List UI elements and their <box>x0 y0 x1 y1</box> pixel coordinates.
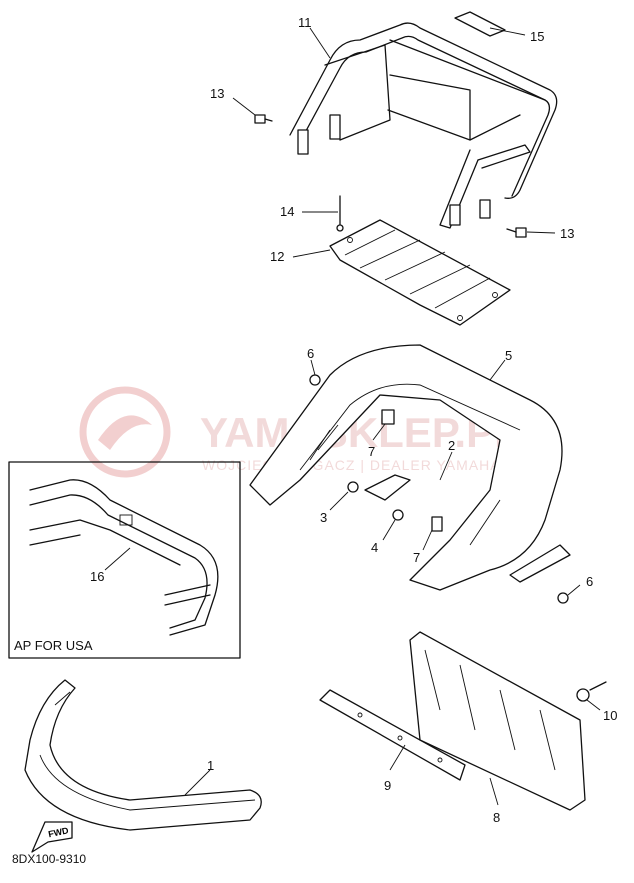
fwd-arrow-icon: FWD <box>31 821 73 853</box>
part-clip-upper <box>381 409 395 425</box>
part-screw-6-lower <box>557 592 569 604</box>
part-clip-lower <box>431 516 443 532</box>
part-mudflap <box>409 631 586 811</box>
callout-14: 14 <box>280 204 294 219</box>
callout-6-upper: 6 <box>307 346 314 361</box>
part-bracket <box>364 474 571 583</box>
part-carrier-plate <box>329 219 511 326</box>
part-bolt-3 <box>347 481 359 493</box>
fwd-label: FWD <box>47 825 70 839</box>
part-bolt-left <box>254 114 273 124</box>
inset-label: AP FOR USA <box>14 638 93 653</box>
callout-1: 1 <box>207 758 214 773</box>
part-grab-bar-usa <box>29 479 219 636</box>
callouts: 11 15 13 13 14 12 6 5 7 2 3 4 7 6 16 1 9… <box>90 15 617 825</box>
callout-16: 16 <box>90 569 104 584</box>
leader-lines <box>104 27 601 806</box>
callout-7-upper: 7 <box>368 444 375 459</box>
watermark-subtitle: WOJCIECH ROGACZ | DEALER YAMAHA <box>202 457 501 473</box>
part-rear-fender <box>249 344 563 591</box>
callout-10: 10 <box>603 708 617 723</box>
callout-13-left: 13 <box>210 86 224 101</box>
callout-3: 3 <box>320 510 327 525</box>
part-nut-4 <box>392 509 404 521</box>
callout-13-right: 13 <box>560 226 574 241</box>
part-screw-10 <box>576 681 607 702</box>
callout-4: 4 <box>371 540 378 555</box>
callout-9: 9 <box>384 778 391 793</box>
callout-5: 5 <box>505 348 512 363</box>
part-rivet <box>336 195 344 232</box>
part-front-bumper <box>24 679 262 831</box>
part-label-plate <box>454 11 506 37</box>
part-mudflap-strip <box>319 689 466 781</box>
callout-11: 11 <box>298 15 312 30</box>
inset-box <box>8 461 241 659</box>
callout-12: 12 <box>270 249 284 264</box>
callout-6-lower: 6 <box>586 574 593 589</box>
part-bolt-right <box>506 227 527 238</box>
callout-8: 8 <box>493 810 500 825</box>
part-code: 8DX100-9310 <box>12 852 87 866</box>
callout-7-lower: 7 <box>413 550 420 565</box>
callout-2: 2 <box>448 438 455 453</box>
part-rear-rack <box>289 22 558 229</box>
part-screw-6-upper <box>309 374 321 386</box>
callout-15: 15 <box>530 29 544 44</box>
